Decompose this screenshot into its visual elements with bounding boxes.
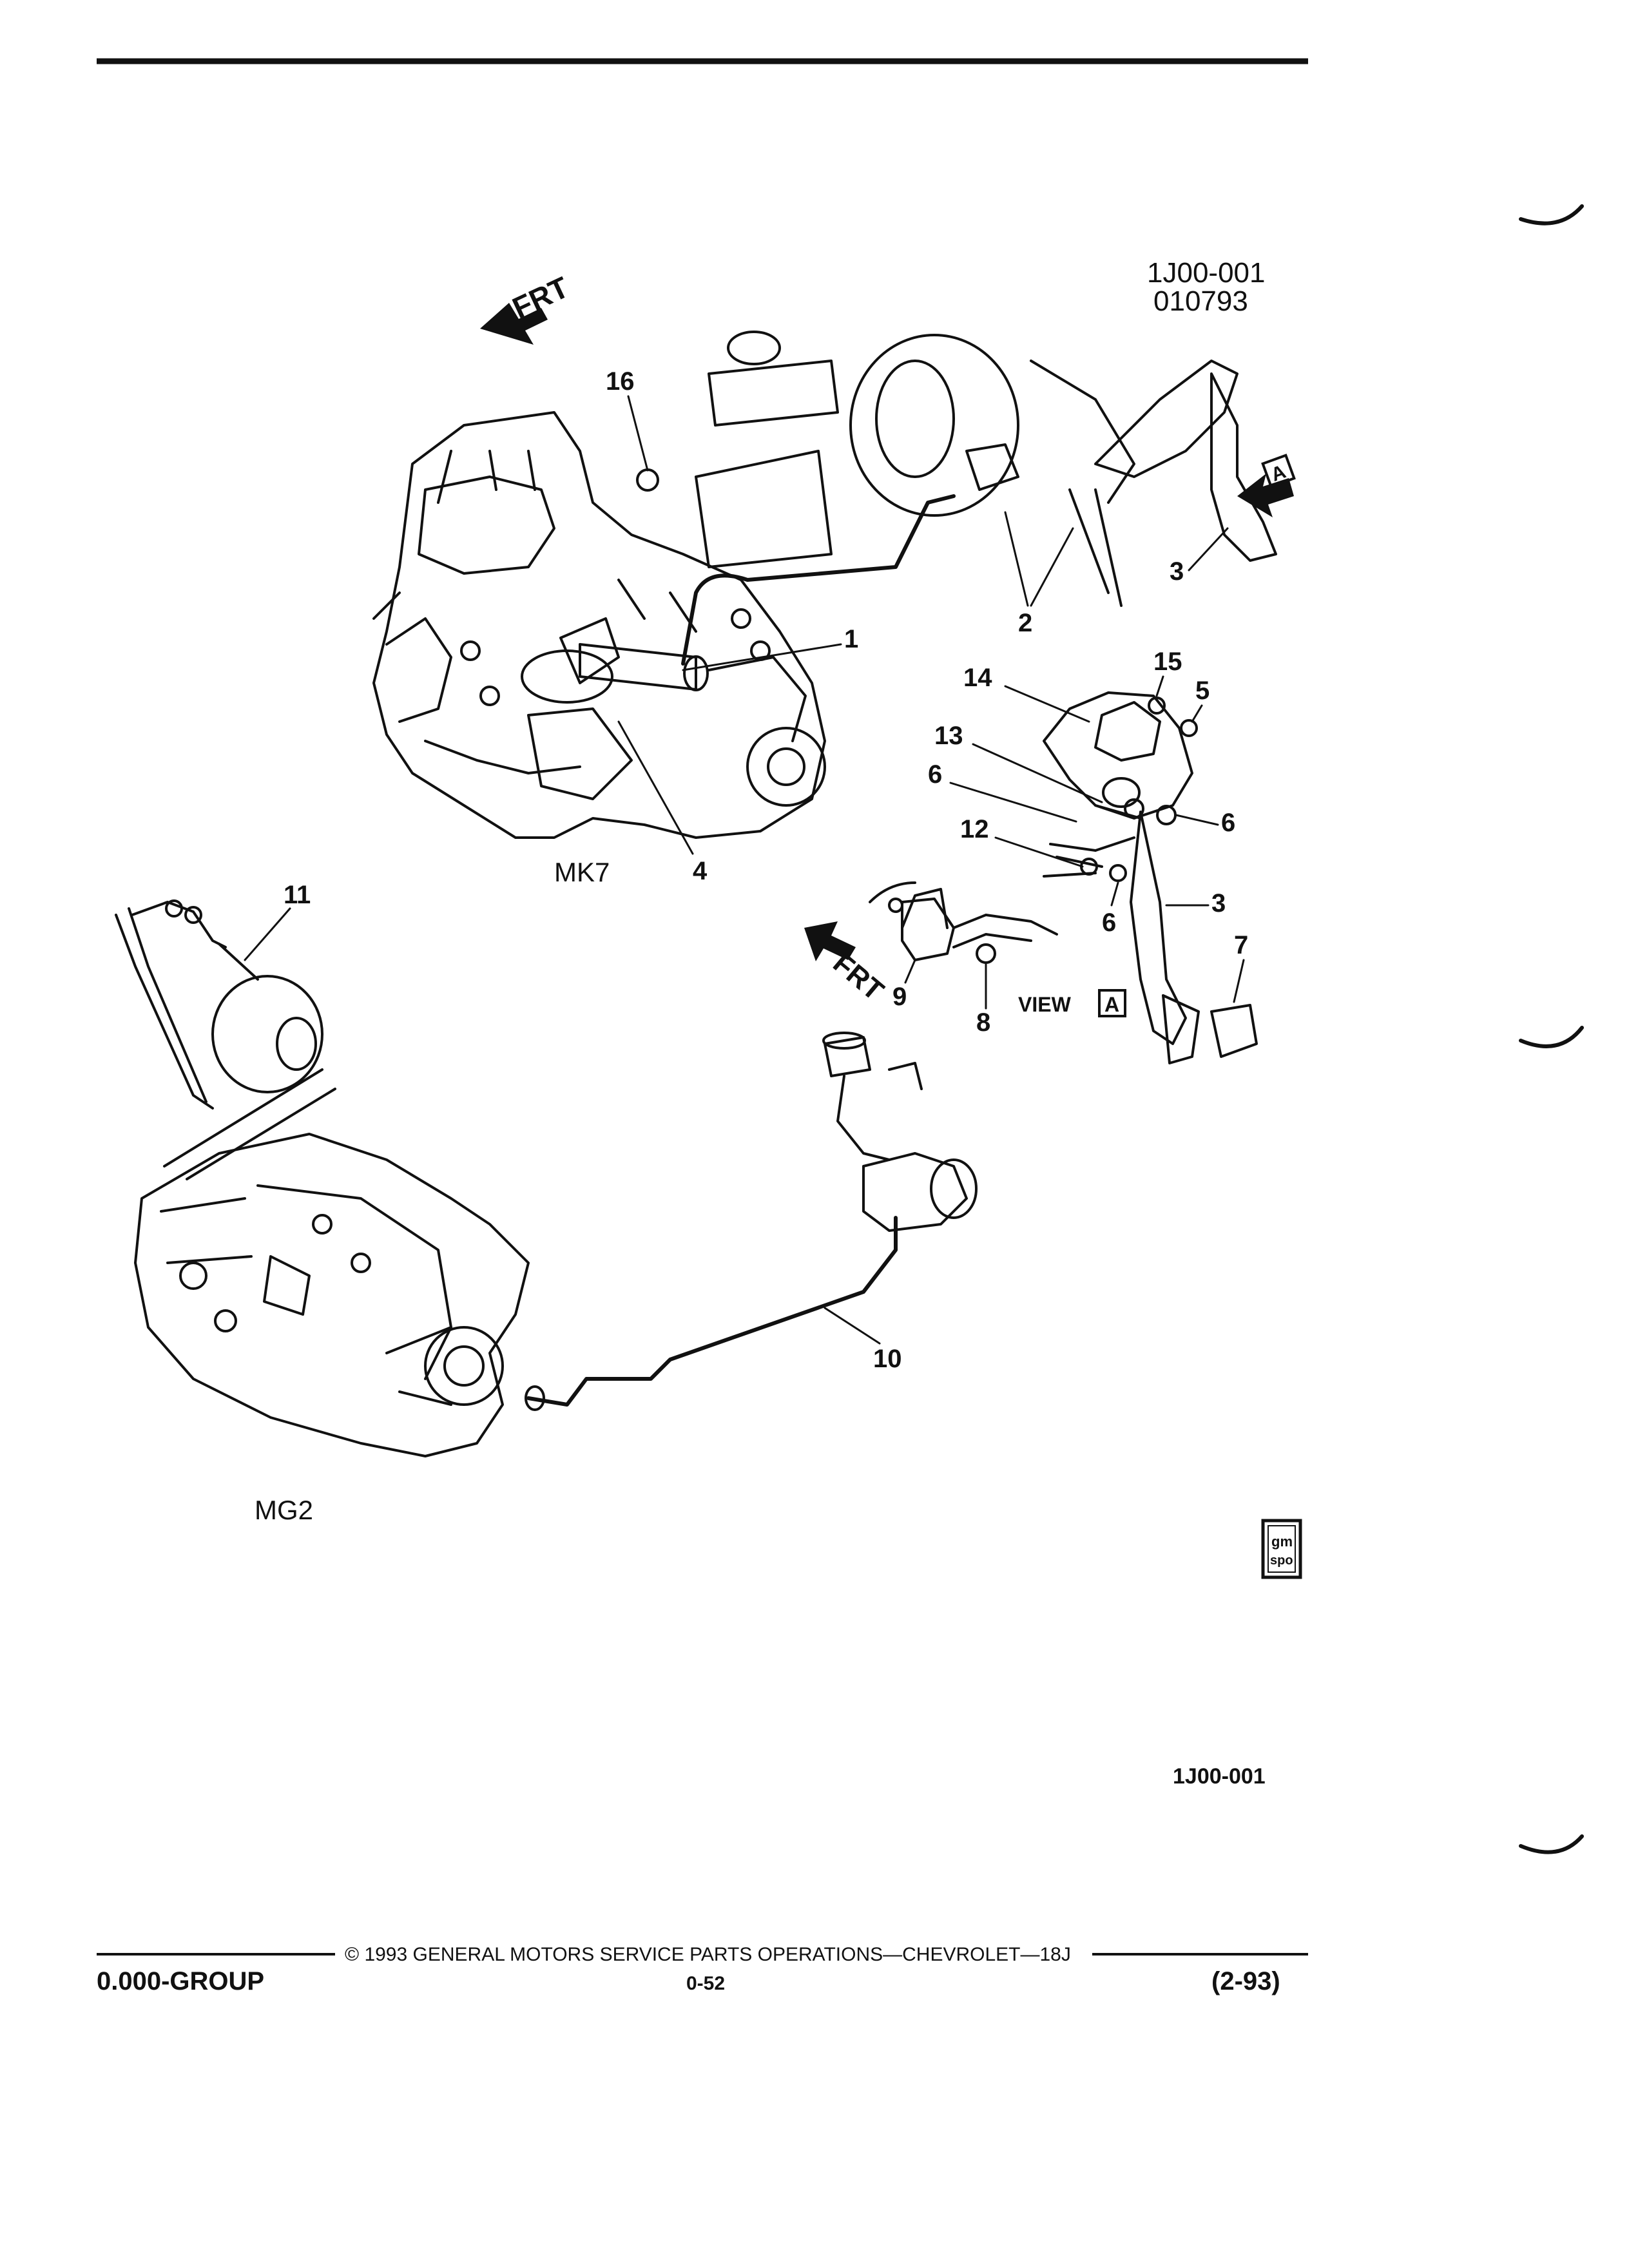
leader-line bbox=[1175, 814, 1219, 826]
pedal-assembly-drawing bbox=[1043, 691, 1258, 1064]
leader-line bbox=[1110, 881, 1119, 907]
master-cylinder-detail bbox=[869, 881, 1058, 964]
view-letter: A bbox=[1104, 993, 1119, 1016]
mg2-transaxle-drawing bbox=[134, 1032, 978, 1457]
leader-line bbox=[1188, 527, 1229, 572]
leader-line bbox=[824, 1307, 881, 1345]
callout-6-lower: 6 bbox=[1102, 908, 1116, 937]
callout-7: 7 bbox=[1234, 931, 1248, 959]
front-arrow-label: FRT bbox=[827, 947, 890, 1007]
leader-line bbox=[1004, 685, 1090, 723]
nut-icon bbox=[1124, 798, 1144, 819]
footer-page-number: 0-52 bbox=[686, 1973, 725, 1994]
callout-8: 8 bbox=[976, 1008, 990, 1037]
nut-icon bbox=[1148, 697, 1166, 715]
callout-14: 14 bbox=[963, 664, 992, 692]
leader-line bbox=[1155, 675, 1164, 697]
assembly-label-mg2: MG2 bbox=[255, 1495, 313, 1525]
callout-3-top: 3 bbox=[1170, 557, 1184, 586]
gm-spo-logo: gm spo bbox=[1261, 1519, 1302, 1579]
bolt-icon bbox=[1180, 719, 1198, 737]
view-label: VIEW bbox=[1018, 993, 1072, 1016]
callout-3-view: 3 bbox=[1211, 889, 1226, 918]
bolt-icon bbox=[636, 468, 659, 492]
leader-line bbox=[949, 782, 1077, 823]
front-arrow-lower: FRT bbox=[804, 921, 890, 1007]
binding-mark bbox=[1519, 1834, 1584, 1854]
leader-line bbox=[627, 395, 649, 472]
leader-line bbox=[617, 720, 694, 855]
binding-mark bbox=[1519, 204, 1584, 226]
leader-line bbox=[1004, 511, 1029, 607]
callout-4: 4 bbox=[693, 857, 708, 885]
leader-line bbox=[682, 643, 842, 671]
callout-10: 10 bbox=[873, 1345, 902, 1373]
figure-date: 010793 bbox=[1153, 285, 1248, 317]
leader-line bbox=[994, 836, 1084, 868]
view-a-marker: A bbox=[1237, 454, 1296, 517]
front-arrow-top: FRT bbox=[480, 270, 574, 345]
leader-line bbox=[1233, 959, 1245, 1003]
footer-date-code: (2-93) bbox=[1211, 1967, 1280, 1995]
callout-1: 1 bbox=[844, 625, 858, 653]
callout-6-left: 6 bbox=[928, 760, 942, 789]
callout-2: 2 bbox=[1018, 609, 1032, 637]
callout-12: 12 bbox=[960, 815, 989, 843]
mk7-transaxle-drawing bbox=[372, 331, 1277, 839]
binding-mark bbox=[1519, 1026, 1584, 1048]
leader-line bbox=[244, 907, 291, 961]
figure-code: 1J00-001 bbox=[1147, 257, 1265, 289]
assembly-label-mk7: MK7 bbox=[554, 857, 610, 887]
callout-16: 16 bbox=[606, 367, 635, 396]
bottom-figure-code: 1J00-001 bbox=[1173, 1764, 1266, 1789]
leader-line bbox=[1191, 704, 1203, 723]
view-marker-letter: A bbox=[1268, 461, 1289, 485]
callout-11: 11 bbox=[284, 881, 311, 909]
logo-line-1: gm bbox=[1271, 1533, 1293, 1550]
callout-5: 5 bbox=[1195, 677, 1210, 705]
callout-15: 15 bbox=[1153, 648, 1182, 676]
footer-copyright: © 1993 GENERAL MOTORS SERVICE PARTS OPER… bbox=[345, 1944, 1071, 1965]
callout-13: 13 bbox=[934, 722, 963, 750]
footer-group: 0.000-GROUP bbox=[97, 1967, 264, 1995]
arrow-icon bbox=[480, 303, 548, 345]
callout-9: 9 bbox=[892, 983, 907, 1011]
logo-line-2: spo bbox=[1270, 1553, 1293, 1568]
callout-6-right: 6 bbox=[1221, 809, 1235, 837]
nut-icon bbox=[1080, 858, 1098, 876]
leader-line bbox=[1030, 527, 1074, 607]
leader-line bbox=[904, 959, 916, 984]
nut-icon bbox=[1109, 864, 1127, 882]
view-letter-box bbox=[1098, 989, 1126, 1017]
arrow-icon bbox=[804, 921, 856, 961]
release-bearing-drawing bbox=[115, 899, 336, 1180]
leader-line bbox=[972, 743, 1103, 803]
